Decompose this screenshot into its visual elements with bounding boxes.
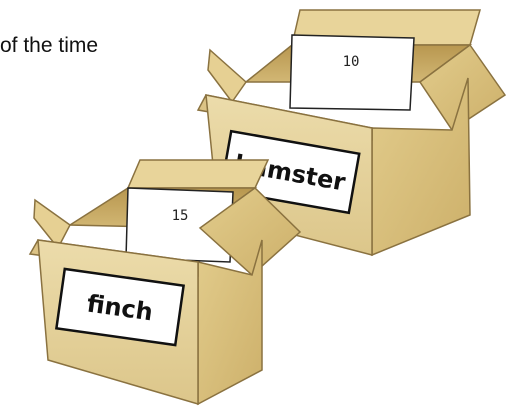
finch-box: 15 finch <box>28 159 302 406</box>
finch-value-card: 15 <box>125 187 234 263</box>
hamster-value: 10 <box>343 54 360 70</box>
caption-text: of the time <box>0 34 99 57</box>
hamster-right-flap <box>418 43 507 132</box>
hamster-box: 10 hamster <box>196 9 507 257</box>
finch-right-flap <box>198 187 302 277</box>
hamster-value-card: 10 <box>289 34 415 111</box>
finch-value: 15 <box>172 208 189 224</box>
hamster-left-flap <box>207 48 247 104</box>
finch-back-flap <box>126 159 270 189</box>
finch-left-flap <box>33 198 71 250</box>
finch-label: finch <box>54 267 186 347</box>
